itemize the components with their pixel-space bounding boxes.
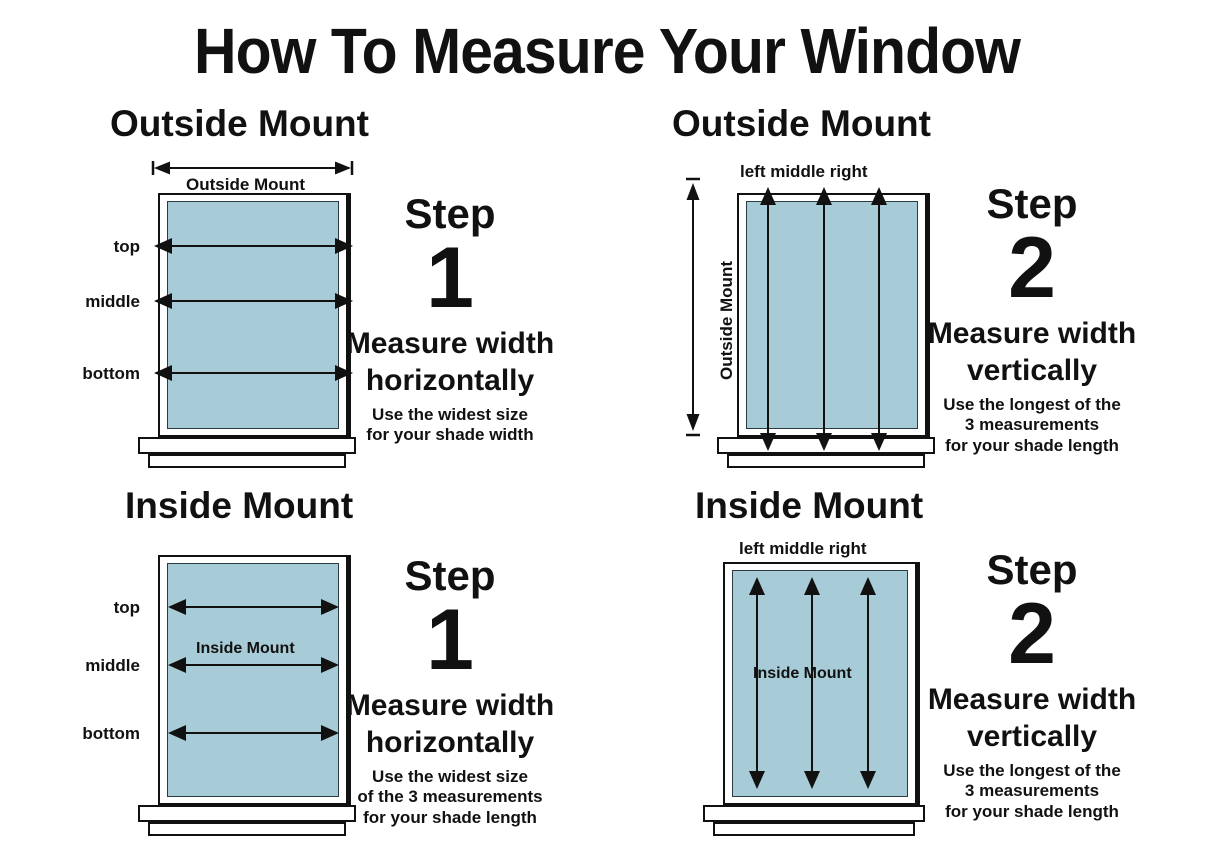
- step-note-line-2: 3 measurements: [964, 415, 1100, 435]
- step-note-line-1: Use the widest size: [372, 766, 528, 786]
- step-note-line-3: for your shade length: [945, 801, 1119, 821]
- window-glass: [167, 563, 339, 797]
- window-sill-upper: [703, 805, 925, 822]
- step-description-line-1: Measure width: [345, 688, 555, 722]
- step-description-line-2: vertically: [966, 354, 1098, 388]
- panel-heading-inside-mount: Inside Mount: [695, 485, 924, 526]
- window-sill-upper: [138, 805, 356, 822]
- measure-arrow-top: [152, 238, 355, 254]
- step-note-line-3: for your shade length: [363, 807, 537, 827]
- step-note-line-1: Use the widest size: [372, 404, 528, 424]
- measure-arrow-middle: [816, 185, 832, 453]
- row-label-bottom: bottom: [82, 364, 140, 383]
- step-description-line-1: Measure width: [345, 326, 555, 360]
- window-sill-lower: [713, 822, 915, 836]
- step-word: Step: [404, 552, 496, 599]
- step-note-line-2: of the 3 measurements: [357, 787, 543, 807]
- window-illustration: [0, 105, 400, 485]
- measure-arrow-middle: [166, 657, 341, 673]
- page-title: How To Measure Your Window: [193, 15, 1021, 87]
- step-description-line-1: Measure width: [927, 682, 1137, 716]
- window-glass: [732, 570, 908, 797]
- step-note-line-2: for your shade width: [366, 425, 534, 445]
- step-text-block: Step 2 Measure width vertically Use the …: [917, 183, 1147, 456]
- inside-mount-dimension-label: Inside Mount: [196, 640, 295, 657]
- step-word: Step: [986, 180, 1078, 227]
- window-sill-lower: [148, 454, 346, 468]
- outside-mount-dimension-label: Outside Mount: [186, 175, 305, 194]
- step-description-line-2: horizontally: [365, 726, 535, 760]
- step-number: 1: [426, 230, 474, 326]
- panel-heading-outside-mount: Outside Mount: [672, 103, 931, 144]
- step-note-line-3: for your shade length: [945, 435, 1119, 455]
- step-note-line-1: Use the longest of the: [943, 760, 1121, 780]
- row-label-middle: middle: [85, 656, 140, 675]
- step-number: 2: [1008, 586, 1056, 682]
- row-label-top: top: [113, 598, 140, 617]
- window-sill-upper: [138, 437, 356, 454]
- panel-outside-mount-step-2: Outside Mount left middle right Outside …: [607, 105, 1214, 485]
- row-label-top: top: [113, 237, 140, 256]
- measure-arrow-left: [749, 575, 765, 791]
- measure-arrow-top: [166, 599, 341, 615]
- measure-arrow-bottom: [166, 725, 341, 741]
- step-text-block: Step 2 Measure width vertically Use the …: [917, 549, 1147, 822]
- outside-height-dimension-line: [685, 177, 701, 437]
- row-label-middle: middle: [85, 292, 140, 311]
- window-sill-lower: [727, 454, 925, 468]
- step-description-line-2: horizontally: [365, 364, 535, 398]
- measure-arrow-left: [760, 185, 776, 453]
- panel-inside-mount-step-2: Inside Mount left middle right: [607, 487, 1214, 865]
- window-glass: [167, 201, 339, 429]
- step-text-block: Step 1 Measure width horizontally Use th…: [335, 555, 565, 828]
- step-note-line-2: 3 measurements: [964, 781, 1100, 801]
- column-labels-left-middle-right: left middle right: [739, 539, 867, 558]
- window-illustration: [607, 487, 1007, 865]
- step-word: Step: [986, 546, 1078, 593]
- outside-width-dimension-line: [150, 160, 355, 176]
- measure-arrow-right: [860, 575, 876, 791]
- measure-arrow-bottom: [152, 365, 355, 381]
- measure-arrow-middle: [152, 293, 355, 309]
- measure-arrow-right: [871, 185, 887, 453]
- step-number: 1: [426, 592, 474, 688]
- measure-arrow-middle: [804, 575, 820, 791]
- window-glass: [746, 201, 918, 429]
- column-labels-left-middle-right: left middle right: [740, 162, 868, 181]
- window-sill-lower: [148, 822, 346, 836]
- step-number: 2: [1008, 220, 1056, 316]
- panel-heading-outside-mount: Outside Mount: [110, 103, 369, 144]
- step-word: Step: [404, 190, 496, 237]
- panel-inside-mount-step-1: Inside Mount Inside Mount: [0, 487, 607, 865]
- step-text-block: Step 1 Measure width horizontally Use th…: [335, 193, 565, 446]
- row-label-bottom: bottom: [82, 724, 140, 743]
- step-note-line-1: Use the longest of the: [943, 394, 1121, 414]
- panel-outside-mount-step-1: Outside Mount Outside Mount: [0, 105, 607, 485]
- step-description-line-1: Measure width: [927, 316, 1137, 350]
- window-illustration: [0, 487, 400, 865]
- inside-mount-dimension-label: Inside Mount: [753, 665, 852, 682]
- panel-heading-inside-mount: Inside Mount: [125, 485, 354, 526]
- step-description-line-2: vertically: [966, 720, 1098, 754]
